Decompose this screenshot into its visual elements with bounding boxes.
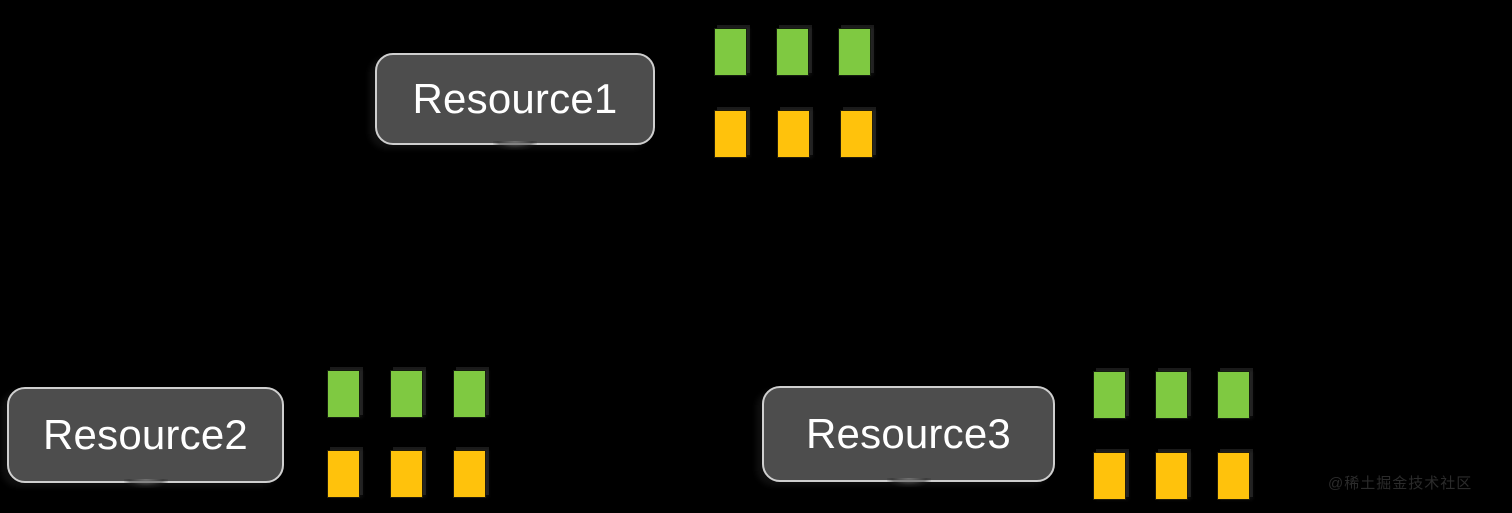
chip-yellow[interactable] (714, 110, 747, 158)
chip-green[interactable] (453, 370, 486, 418)
chip-green[interactable] (776, 28, 809, 76)
chip-yellow[interactable] (777, 110, 810, 158)
chip-yellow[interactable] (1217, 452, 1250, 500)
chip-green[interactable] (1155, 371, 1188, 419)
chip-yellow[interactable] (1093, 452, 1126, 500)
resource-node-resource1[interactable]: Resource1 (375, 53, 655, 150)
chip-yellow[interactable] (327, 450, 360, 498)
chip-yellow[interactable] (1155, 452, 1188, 500)
resource-node-label: Resource3 (806, 410, 1011, 457)
chip-green[interactable] (838, 28, 871, 76)
chip-green[interactable] (1093, 371, 1126, 419)
node-connector-notch (123, 479, 168, 488)
resource-node-resource2[interactable]: Resource2 (7, 387, 284, 488)
chip-yellow[interactable] (840, 110, 873, 158)
chip-yellow[interactable] (390, 450, 423, 498)
chip-green[interactable] (1217, 371, 1250, 419)
resource-node-label: Resource1 (412, 75, 618, 122)
chip-green[interactable] (327, 370, 360, 418)
chip-green[interactable] (714, 28, 747, 76)
chip-green[interactable] (390, 370, 423, 418)
chip-yellow[interactable] (453, 450, 486, 498)
resource-node-label: Resource2 (43, 411, 248, 458)
watermark-text: @稀土掘金技术社区 (1328, 475, 1473, 492)
resource-node-resource3[interactable]: Resource3 (762, 386, 1055, 487)
node-connector-notch (886, 478, 931, 487)
node-connector-notch (493, 141, 537, 150)
